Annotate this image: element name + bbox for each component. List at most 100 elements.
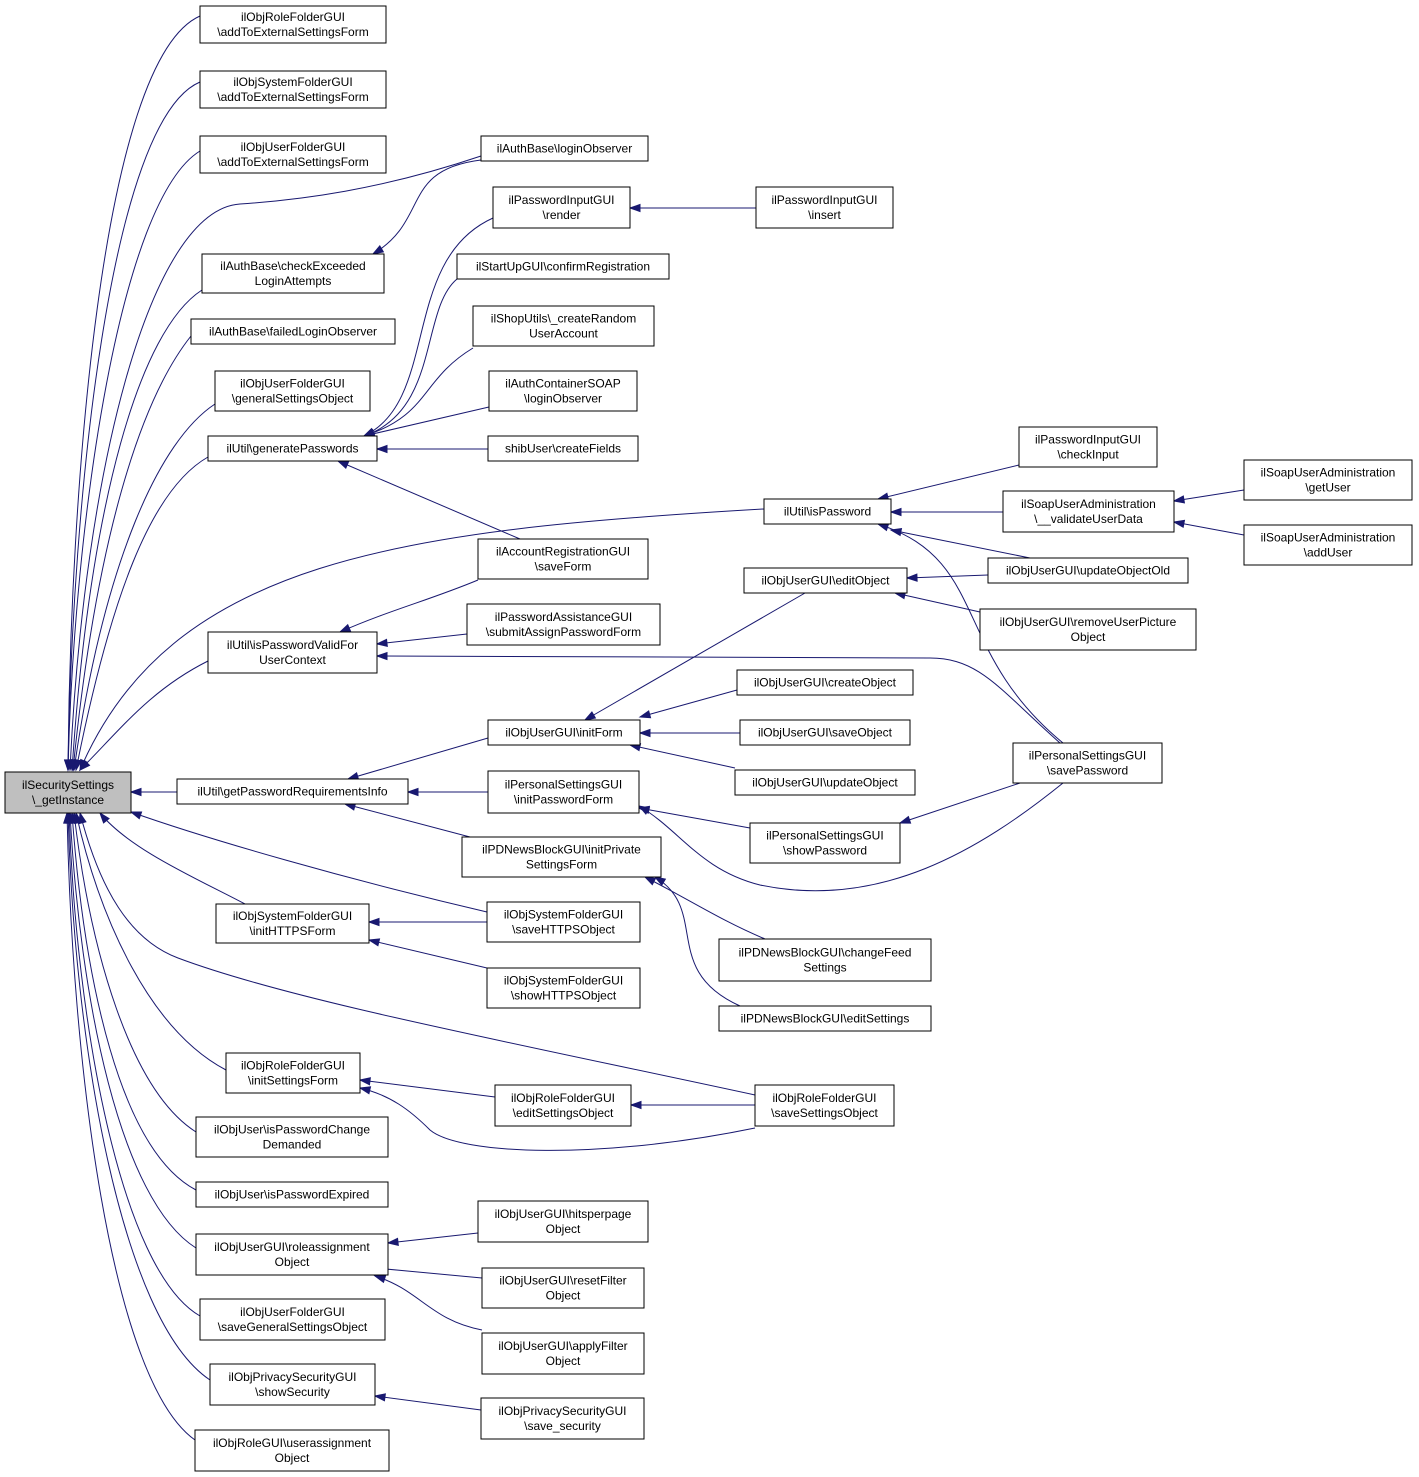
- node-util_ispw[interactable]: ilUtil\isPassword: [763, 498, 892, 525]
- node-ug_save[interactable]: ilObjUserGUI\saveObject: [739, 719, 911, 746]
- node-ug_edit[interactable]: ilObjUserGUI\editObject: [743, 567, 908, 594]
- node-ug_update[interactable]: ilObjUserGUI\updateObject: [734, 769, 916, 796]
- edge-ps_save-to-util_valid: [375, 651, 1061, 744]
- node-soap_getuser[interactable]: ilSoapUserAdministration\getUser: [1243, 459, 1413, 501]
- arrowhead-icon: [375, 651, 388, 661]
- node-pig_render[interactable]: ilPasswordInputGUI\render: [492, 186, 631, 229]
- edge-ug_rmpic-to-ug_edit: [893, 591, 981, 613]
- node-ufg_general[interactable]: ilObjUserFolderGUI\generalSettingsObject: [214, 370, 371, 412]
- node-label: ilObjUserGUI\roleassignment: [214, 1240, 370, 1254]
- edge-line: [372, 159, 482, 255]
- edge-line: [71, 289, 203, 771]
- edge-rfg_add-to-root: [63, 15, 201, 772]
- node-label: ilObjSystemFolderGUI: [233, 909, 352, 923]
- node-sfg_show[interactable]: ilObjSystemFolderGUI\showHTTPSObject: [486, 967, 641, 1009]
- edge-line: [644, 876, 766, 940]
- node-label: ilObjSystemFolderGUI: [504, 908, 623, 922]
- node-box: [492, 186, 631, 229]
- node-acc_save[interactable]: ilAccountRegistrationGUI\saveForm: [477, 538, 649, 580]
- edge-shib-to-util_gen: [375, 444, 488, 454]
- edge-rfg_init-to-root: [74, 811, 227, 1071]
- node-label: ilObjUser\isPasswordChange: [214, 1123, 370, 1137]
- node-box: [456, 253, 670, 280]
- node-ug_updold[interactable]: ilObjUserGUI\updateObjectOld: [987, 557, 1189, 584]
- node-ug_create[interactable]: ilObjUserGUI\createObject: [736, 669, 914, 696]
- node-startup[interactable]: ilStartUpGUI\confirmRegistration: [456, 253, 670, 280]
- node-sfg_add[interactable]: ilObjSystemFolderGUI\addToExternalSettin…: [199, 70, 387, 109]
- node-pig_check[interactable]: ilPasswordInputGUI\checkInput: [1018, 426, 1158, 468]
- node-shib[interactable]: shibUser\createFields: [487, 435, 639, 462]
- node-label: ilSoapUserAdministration: [1261, 466, 1396, 480]
- node-rfg_save[interactable]: ilObjRoleFolderGUI\saveSettingsObject: [754, 1084, 895, 1127]
- edge-line: [629, 744, 736, 769]
- node-util_gen[interactable]: ilUtil\generatePasswords: [207, 435, 378, 462]
- edge-line: [363, 406, 490, 437]
- node-box: [199, 135, 387, 174]
- edge-ug_edit-to-ug_init: [583, 592, 806, 721]
- node-psg_save[interactable]: ilObjPrivacySecurityGUI\save_security: [480, 1397, 645, 1440]
- node-box: [199, 5, 387, 44]
- node-box: [987, 557, 1189, 584]
- node-ufg_savegen[interactable]: ilObjUserFolderGUI\saveGeneralSettingsOb…: [199, 1298, 386, 1341]
- node-soap_adduser[interactable]: ilSoapUserAdministration\addUser: [1243, 524, 1413, 566]
- node-util_req[interactable]: ilUtil\getPasswordRequirementsInfo: [176, 778, 409, 805]
- node-rfg_edit[interactable]: ilObjRoleFolderGUI\editSettingsObject: [494, 1084, 632, 1127]
- node-label: \saveGeneralSettingsObject: [218, 1320, 368, 1334]
- node-ps_save[interactable]: ilPersonalSettingsGUI\savePassword: [1012, 742, 1163, 784]
- edge-line: [359, 1087, 756, 1151]
- node-label: ilObjUserGUI\saveObject: [758, 726, 893, 740]
- node-label: ilUtil\isPassword: [784, 505, 871, 519]
- node-ug_init[interactable]: ilObjUserGUI\initForm: [487, 719, 641, 746]
- node-label: ilObjUserGUI\updateObject: [752, 776, 898, 790]
- node-box: [1018, 426, 1158, 468]
- node-ps_show[interactable]: ilPersonalSettingsGUI\showPassword: [749, 822, 901, 864]
- edge-line: [368, 939, 488, 969]
- node-rfg_add[interactable]: ilObjRoleFolderGUI\addToExternalSettings…: [199, 5, 387, 44]
- node-user_expired[interactable]: ilObjUser\isPasswordExpired: [195, 1181, 389, 1208]
- edge-nb_init-to-util_req: [343, 802, 471, 838]
- node-ufg_add[interactable]: ilObjUserFolderGUI\addToExternalSettings…: [199, 135, 387, 174]
- node-label: LoginAttempts: [255, 274, 332, 288]
- node-soap_validate[interactable]: ilSoapUserAdministration\__validateUserD…: [1002, 490, 1175, 533]
- edge-sfg_save-to-sfg_init: [367, 917, 487, 927]
- arrowhead-icon: [876, 523, 890, 532]
- node-box: [1002, 490, 1175, 533]
- edge-auth_failed-to-root: [69, 335, 192, 772]
- node-nb_edit[interactable]: ilPDNewsBlockGUI\editSettings: [718, 1005, 932, 1032]
- node-ps_init[interactable]: ilPersonalSettingsGUI\initPasswordForm: [487, 770, 640, 814]
- node-sfg_init[interactable]: ilObjSystemFolderGUI\initHTTPSForm: [215, 903, 370, 944]
- node-auth_failed[interactable]: ilAuthBase\failedLoginObserver: [190, 318, 396, 345]
- node-box: [1012, 742, 1163, 784]
- node-box: [734, 769, 916, 796]
- edge-sfg_save-to-root: [129, 811, 488, 913]
- node-root[interactable]: ilSecuritySettings\_getInstance: [4, 771, 132, 814]
- node-box: [477, 538, 649, 580]
- node-rfg_init[interactable]: ilObjRoleFolderGUI\initSettingsForm: [225, 1052, 361, 1094]
- node-label: UserAccount: [529, 327, 598, 341]
- node-auth_login[interactable]: ilAuthBase\loginObserver: [480, 135, 649, 162]
- node-psg_show[interactable]: ilObjPrivacySecurityGUI\showSecurity: [209, 1363, 376, 1406]
- edge-line: [376, 655, 1061, 744]
- arrowhead-icon: [905, 573, 918, 582]
- node-soap_login[interactable]: ilAuthContainerSOAP\loginObserver: [488, 370, 638, 412]
- node-pig_insert[interactable]: ilPasswordInputGUI\insert: [755, 186, 894, 229]
- node-sfg_save[interactable]: ilObjSystemFolderGUI\saveHTTPSObject: [486, 901, 641, 943]
- node-pwa[interactable]: ilPasswordAssistanceGUI\submitAssignPass…: [466, 603, 661, 646]
- node-label: ilObjUserFolderGUI: [240, 1305, 345, 1319]
- node-label: SettingsForm: [526, 858, 597, 872]
- node-box: [486, 901, 641, 943]
- node-label: ilAccountRegistrationGUI: [496, 545, 630, 559]
